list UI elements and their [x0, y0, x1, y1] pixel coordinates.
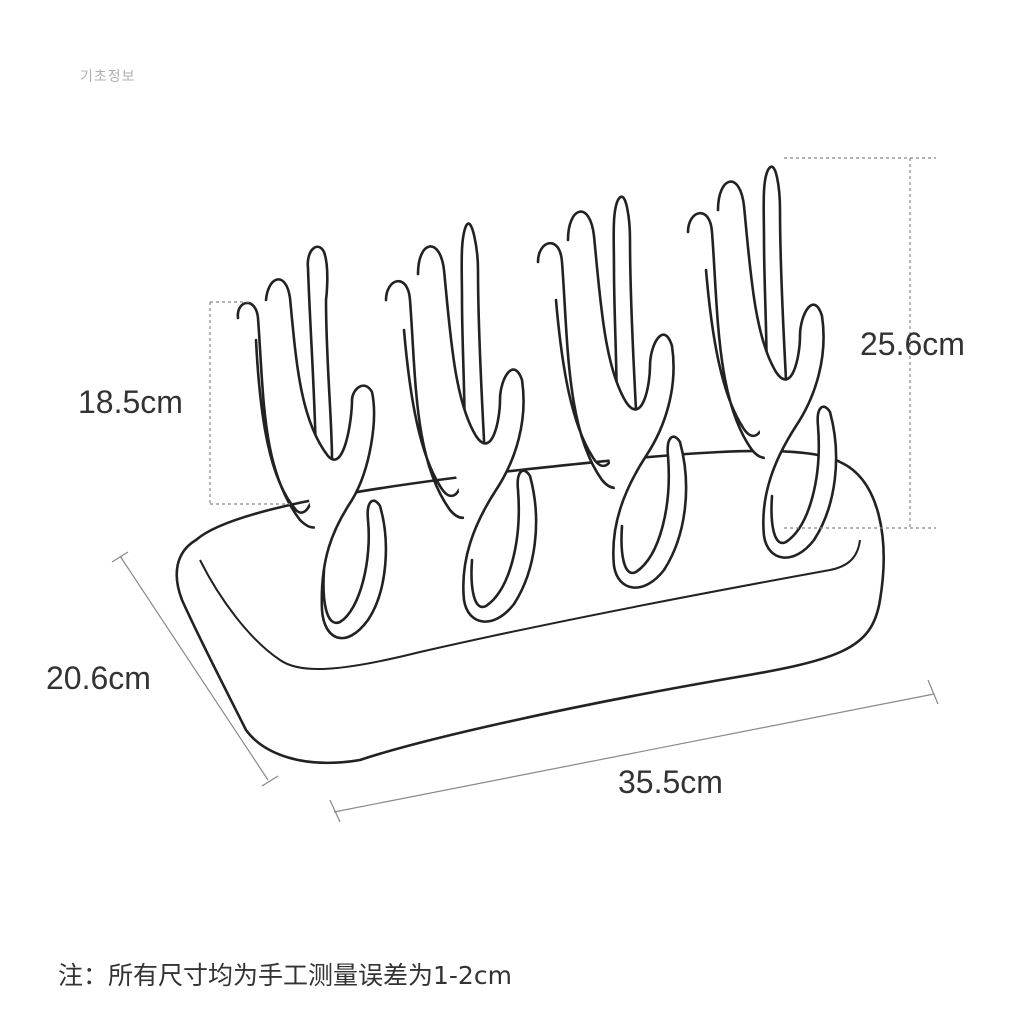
total-height-label: 25.6cm	[860, 326, 965, 362]
depth-label: 20.6cm	[46, 660, 151, 696]
rack-base	[175, 449, 885, 765]
measurement-footnote: 注：所有尺寸均为手工测量误差为1-2cm	[58, 961, 512, 990]
dimension-guides	[111, 157, 939, 823]
section-tag: 기초정보	[80, 69, 136, 85]
rack-prongs	[236, 165, 838, 640]
prong-height-label: 18.5cm	[78, 384, 183, 420]
width-label: 35.5cm	[618, 764, 723, 800]
